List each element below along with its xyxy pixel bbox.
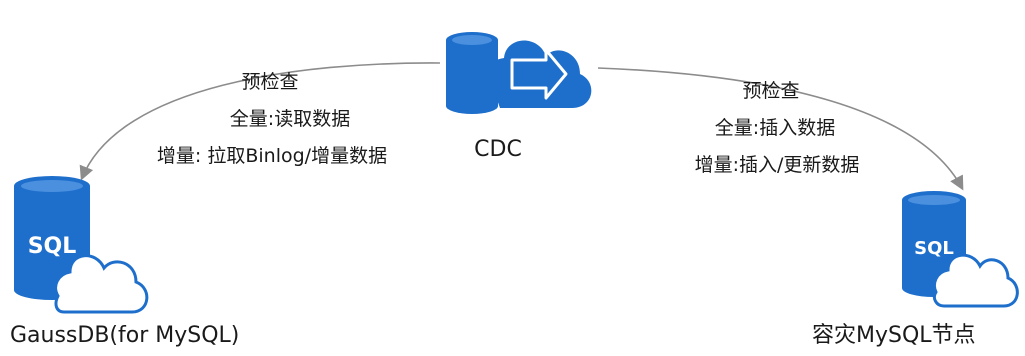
arrow-cdc-to-target (597, 67, 964, 191)
cdc-node-label: CDC (474, 137, 522, 162)
target-edge-full-label: 全量:插入数据 (714, 117, 836, 139)
target-sql-database-cloud-icon: SQL (902, 191, 1019, 308)
cdc-arrow (510, 48, 568, 100)
source-edge-precheck-label: 预检查 (241, 71, 299, 93)
source-edge-full-label: 全量:读取数据 (229, 108, 351, 130)
arrow-cdc-to-source (79, 62, 441, 181)
cdc-database-cylinder (446, 40, 498, 114)
target-node-label: 容灾MySQL节点 (812, 323, 976, 348)
database-cloud-arrow-icon (446, 32, 592, 114)
source-cloud (54, 254, 149, 314)
source-edge-incremental-label: 增量: 拉取Binlog/增量数据 (156, 145, 388, 167)
target-cloud (932, 253, 1019, 308)
target-edge-precheck-label: 预检查 (742, 80, 800, 102)
target-db-text: SQL (914, 238, 954, 259)
source-db-text: SQL (28, 234, 77, 259)
target-edge-incremental-label: 增量:插入/更新数据 (694, 154, 860, 176)
source-node-label: GaussDB(for MySQL) (10, 323, 240, 348)
source-sql-database-cloud-icon: SQL (14, 176, 149, 314)
